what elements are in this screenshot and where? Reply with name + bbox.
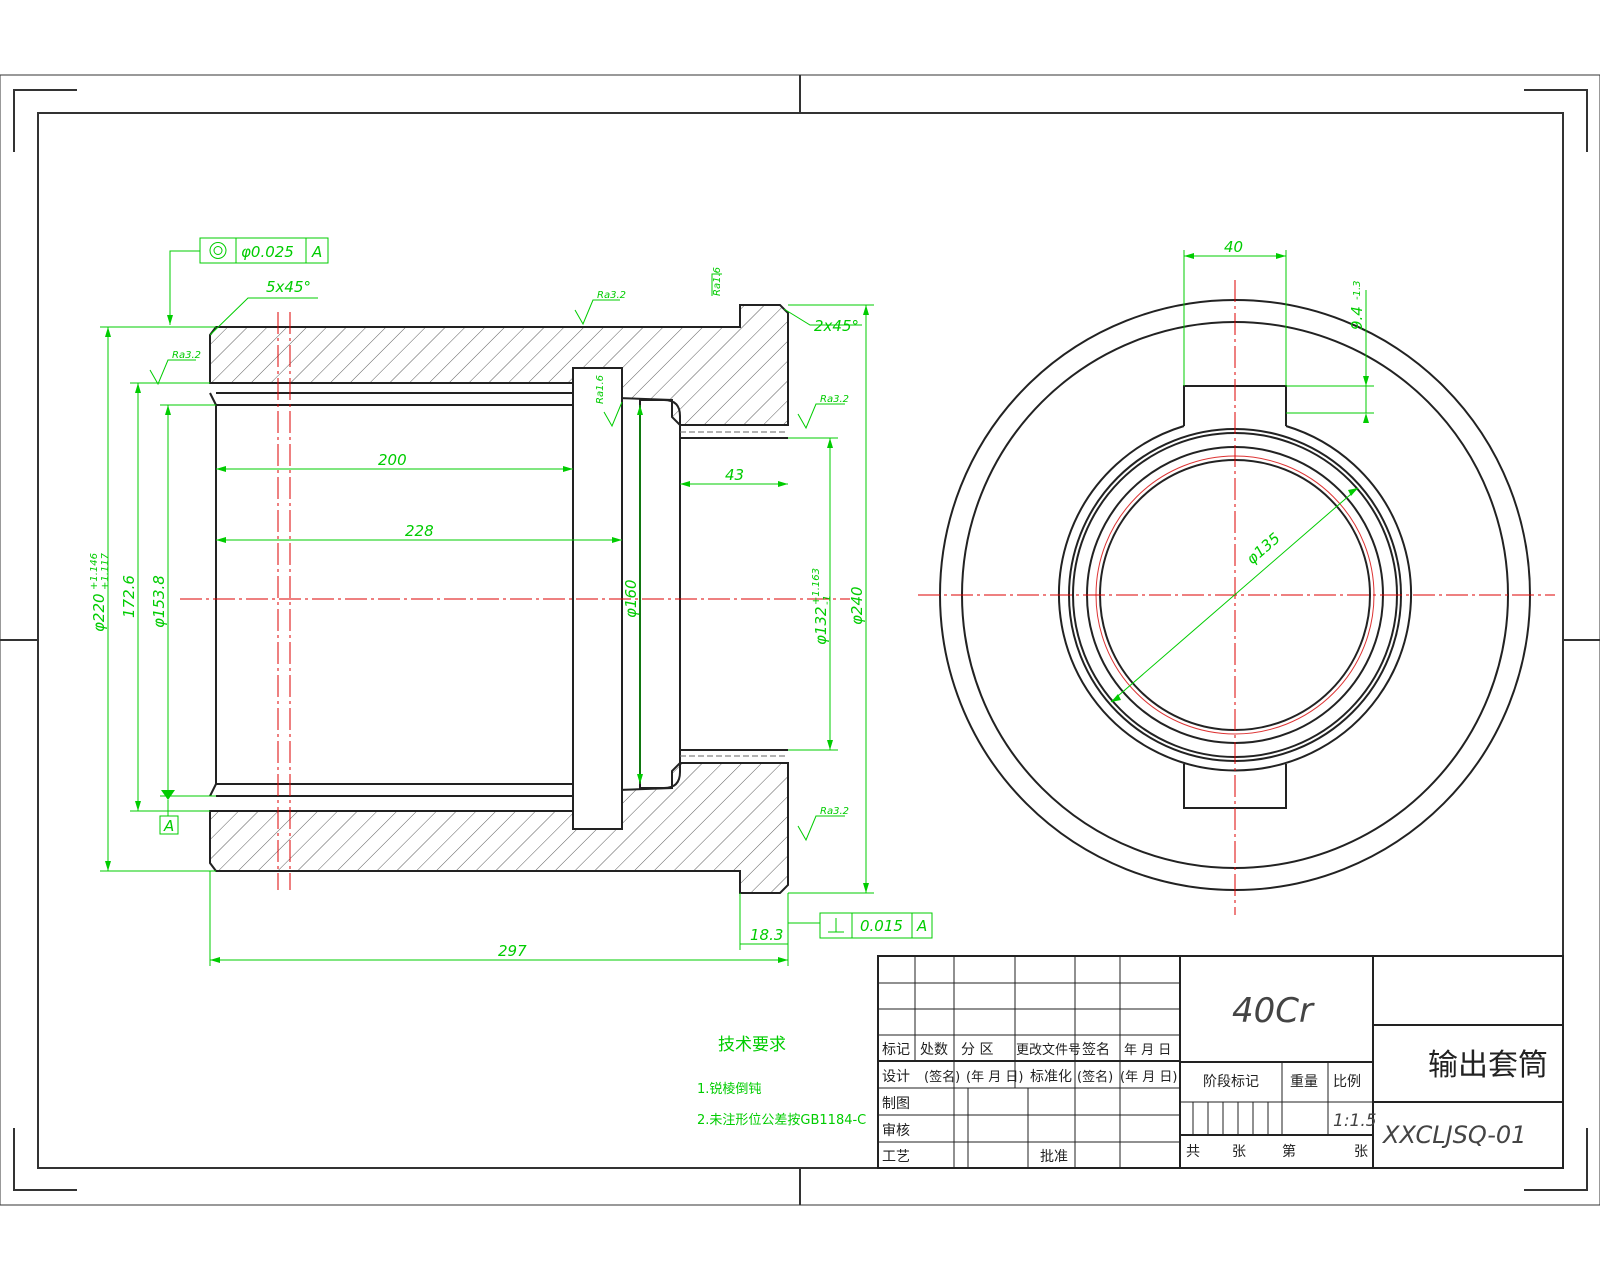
tb-scale: 比例 bbox=[1333, 1074, 1361, 1090]
dim-172-6: 172.6 bbox=[120, 575, 138, 618]
tb-r-draw: 制图 bbox=[882, 1096, 910, 1112]
dim-9-4-tol: -1.3 bbox=[1352, 280, 1363, 300]
dim-chamfer-5x45: 5x45° bbox=[266, 278, 311, 296]
title-block-texts: 标记 处数 分 区 更改文件号 签名 年 月 日 设计 (签名) (年 月 日)… bbox=[882, 991, 1548, 1165]
dim-dia132-tol2: -1 bbox=[822, 595, 833, 605]
end-view-centerlines bbox=[918, 280, 1555, 915]
dim-9-4: 9.4 bbox=[1348, 306, 1366, 330]
roughness-6: Ra3.2 bbox=[820, 806, 849, 817]
dim-dia153-8: φ153.8 bbox=[150, 575, 168, 628]
section-view bbox=[180, 304, 850, 894]
perp-datum: A bbox=[916, 917, 927, 935]
tb-sheets: 张 bbox=[1232, 1144, 1246, 1160]
end-view-arrows bbox=[1111, 253, 1369, 702]
part-title: 输出套筒 bbox=[1428, 1048, 1548, 1083]
tb-h-count: 处数 bbox=[920, 1042, 948, 1058]
dim-dia220-tol2: +1.117 bbox=[100, 552, 111, 590]
dim-40: 40 bbox=[1224, 238, 1243, 256]
tb-h-doc: 更改文件号 bbox=[1016, 1043, 1081, 1058]
tb-h-date: 年 月 日 bbox=[1124, 1043, 1171, 1058]
roughness-texts: Ra3.2 Ra3.2 Ra1.6 Ra1.6 Ra3.2 Ra3.2 bbox=[172, 267, 849, 817]
title-block bbox=[877, 955, 1564, 1169]
coax-datum: A bbox=[311, 243, 322, 261]
tb-weight: 重量 bbox=[1290, 1074, 1318, 1090]
tb-h-mark: 标记 bbox=[882, 1042, 910, 1058]
dim-dia220-tol: +1.146 bbox=[89, 553, 100, 590]
dim-dia240: φ240 bbox=[848, 586, 866, 625]
dim-dia132-tol: +1.163 bbox=[811, 568, 822, 605]
tech-item-1: 1.锐棱倒钝 bbox=[697, 1081, 761, 1097]
coaxiality-frame: φ0.025 A bbox=[199, 237, 329, 264]
bottom-wall-section bbox=[209, 762, 789, 894]
section-arrows bbox=[105, 305, 869, 963]
coax-value: φ0.025 bbox=[241, 243, 294, 261]
tb-total: 共 bbox=[1186, 1144, 1200, 1160]
end-view-dimensions bbox=[1110, 250, 1374, 703]
tb-stage: 阶段标记 bbox=[1203, 1074, 1259, 1090]
tech-heading: 技术要求 bbox=[718, 1035, 786, 1055]
roughness-symbols bbox=[149, 273, 845, 842]
dim-297: 297 bbox=[498, 942, 527, 960]
roughness-3: Ra1.6 bbox=[712, 267, 723, 296]
sheet-border bbox=[0, 74, 1600, 1206]
dim-43: 43 bbox=[725, 466, 744, 484]
tb-r-signname2: (签名) bbox=[1077, 1069, 1113, 1085]
drawing-number: XXCLJSQ-01 bbox=[1381, 1121, 1526, 1149]
tb-r-approve: 批准 bbox=[1040, 1149, 1068, 1165]
tb-sheet-no: 第 bbox=[1282, 1143, 1296, 1160]
dim-228: 228 bbox=[405, 522, 434, 540]
dim-chamfer-2x45: 2x45° bbox=[814, 317, 859, 335]
tb-r-check: 审核 bbox=[882, 1123, 910, 1139]
top-wall-section bbox=[209, 304, 789, 426]
tb-h-zone: 分 区 bbox=[961, 1042, 993, 1058]
dim-dia135: φ135 bbox=[1243, 529, 1284, 568]
perpendicularity-frame: 0.015 A bbox=[819, 912, 933, 939]
dim-dia132: φ132 bbox=[812, 606, 830, 645]
tb-sheets2: 张 bbox=[1354, 1144, 1368, 1160]
material: 40Cr bbox=[1232, 991, 1315, 1031]
roughness-1: Ra3.2 bbox=[172, 350, 201, 361]
end-view-dim-texts: φ135 40 9.4 -1.3 bbox=[1224, 238, 1366, 568]
dim-dia160: φ160 bbox=[622, 579, 640, 618]
tech-item-2: 2.未注形位公差按GB1184-C bbox=[697, 1113, 866, 1128]
dim-dia220: φ220 bbox=[90, 593, 108, 632]
tb-r-design: 设计 bbox=[882, 1069, 910, 1085]
tb-r-process: 工艺 bbox=[882, 1149, 910, 1165]
roughness-2: Ra3.2 bbox=[597, 290, 626, 301]
dim-200: 200 bbox=[378, 451, 407, 469]
roughness-5: Ra3.2 bbox=[820, 394, 849, 405]
tb-scale-value: 1:1.5 bbox=[1333, 1111, 1377, 1131]
tb-r-date: (年 月 日) bbox=[966, 1070, 1023, 1085]
tb-h-sign: 签名 bbox=[1082, 1041, 1110, 1058]
dim-18-3: 18.3 bbox=[750, 926, 783, 944]
datum-a-box: A bbox=[159, 800, 179, 835]
perp-value: 0.015 bbox=[860, 917, 903, 935]
tb-r-std: 标准化 bbox=[1030, 1069, 1072, 1085]
tb-r-signname: (签名) bbox=[924, 1069, 960, 1085]
section-dim-texts: 200 228 43 297 18.3 5x45° 2x45° φ220 +1.… bbox=[89, 278, 866, 960]
tb-r-date2: (年 月 日) bbox=[1120, 1070, 1177, 1085]
datum-a-label: A bbox=[163, 817, 174, 835]
technical-requirements: 技术要求 1.锐棱倒钝 2.未注形位公差按GB1184-C bbox=[697, 1035, 866, 1128]
roughness-4: Ra1.6 bbox=[595, 375, 606, 404]
